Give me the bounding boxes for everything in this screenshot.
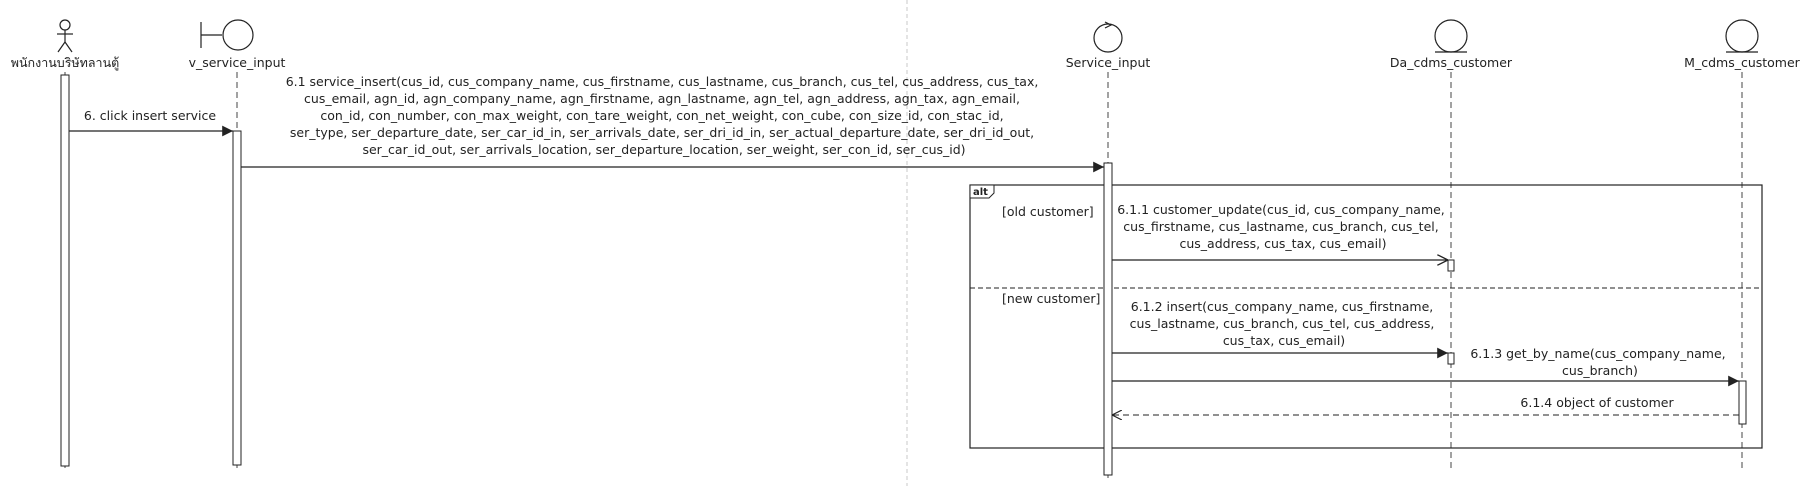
participant-label: Service_input bbox=[1066, 55, 1151, 70]
participant-label: M_cdms_customer bbox=[1684, 55, 1801, 70]
message-6-1-4: 6.1.4 object of customer bbox=[1112, 395, 1739, 415]
activation-service-input bbox=[1103, 162, 1113, 476]
entity-icon bbox=[1434, 19, 1468, 53]
entity-m-cdms-customer: M_cdms_customer bbox=[1684, 19, 1801, 70]
activation-da-insert bbox=[1447, 352, 1455, 365]
control-icon bbox=[1093, 21, 1123, 53]
boundary-icon bbox=[200, 19, 254, 51]
guard-old-customer: [old customer] bbox=[1002, 204, 1094, 219]
activation-employee bbox=[60, 74, 70, 467]
participant-label: Da_cdms_customer bbox=[1390, 55, 1513, 70]
message-label: 6.1.4 object of customer bbox=[1520, 395, 1674, 410]
entity-icon bbox=[1725, 19, 1759, 53]
message-label: 6.1 service_insert(cus_id, cus_company_n… bbox=[286, 74, 1043, 157]
message-6-1-1: 6.1.1 customer_update(cus_id, cus_compan… bbox=[1112, 202, 1449, 260]
guard-new-customer: [new customer] bbox=[1002, 291, 1100, 306]
actor-employee: พนักงานบริษัทลานตู้ bbox=[11, 19, 120, 71]
participant-label: พนักงานบริษัทลานตู้ bbox=[11, 55, 120, 71]
entity-da-cdms-customer: Da_cdms_customer bbox=[1390, 19, 1513, 70]
activation-v-service-input bbox=[232, 130, 242, 466]
message-6-1-3: 6.1.3 get_by_name(cus_company_name, cus_… bbox=[1112, 346, 1739, 387]
message-6: 6. click insert service bbox=[69, 108, 233, 137]
message-label: 6.1.1 customer_update(cus_id, cus_compan… bbox=[1117, 202, 1449, 251]
message-label: 6.1.3 get_by_name(cus_company_name, cus_… bbox=[1470, 346, 1729, 378]
message-label: 6. click insert service bbox=[84, 108, 216, 123]
alt-fragment: alt [old customer] [new customer] bbox=[969, 184, 1763, 449]
activation-m-get bbox=[1738, 380, 1747, 425]
message-6-1: 6.1 service_insert(cus_id, cus_company_n… bbox=[241, 74, 1104, 173]
activation-da-update bbox=[1447, 259, 1455, 272]
message-label: 6.1.2 insert(cus_company_name, cus_first… bbox=[1130, 299, 1439, 348]
message-6-1-2: 6.1.2 insert(cus_company_name, cus_first… bbox=[1112, 299, 1448, 359]
control-service-input: Service_input bbox=[1066, 21, 1151, 70]
participant-label: v_service_input bbox=[189, 55, 286, 70]
fragment-operator: alt bbox=[973, 187, 988, 198]
actor-icon bbox=[57, 19, 73, 53]
boundary-v-service-input: v_service_input bbox=[189, 19, 286, 70]
